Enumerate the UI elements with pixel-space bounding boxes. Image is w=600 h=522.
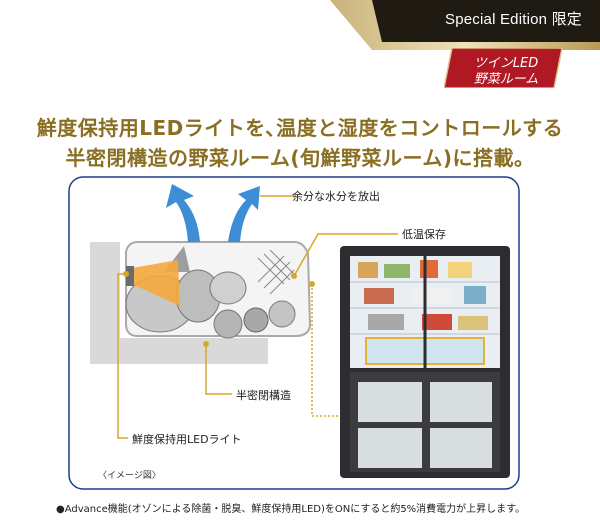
- led-light-cone: [132, 260, 180, 306]
- melon-shape: [268, 300, 296, 328]
- led-unit: [126, 266, 134, 286]
- headline-line1: 鮮度保持用LEDライトを､温度と湿度をコントロールする: [36, 116, 564, 140]
- badge-line1: ツインLED: [473, 56, 539, 71]
- diagram-caption: 〈イメージ図〉: [98, 471, 161, 481]
- shelf-shape: [90, 242, 268, 364]
- badge-line2: 野菜ルーム: [473, 72, 539, 87]
- footnote: ●Advance機能(オゾンによる除菌・脱臭、鮮度保持用LED)をONにすると約…: [56, 504, 526, 515]
- special-edition-label: Special Edition 限定: [445, 11, 582, 28]
- tomato-shape-2: [243, 307, 269, 333]
- leader-semi-sealed: [205, 346, 232, 395]
- headline-line2: 半密閉構造の野菜ルーム(旬鮮野菜ルーム)に搭載。: [65, 146, 535, 170]
- top-banner: [330, 0, 600, 50]
- label-led-light: 鮮度保持用LEDライト: [132, 433, 242, 446]
- pepper-shape: [209, 271, 247, 305]
- label-semi-sealed: 半密閉構造: [236, 389, 291, 402]
- diagram-panel: [68, 176, 520, 490]
- leader-low-temp: [293, 233, 398, 277]
- twin-led-badge: [444, 48, 562, 88]
- label-moisture-release: 余分な水分を放出: [292, 190, 380, 203]
- tomato-shape: [213, 309, 243, 339]
- refrigerator-image: [340, 246, 510, 478]
- leader-led: [117, 273, 128, 439]
- moisture-arrow-left: [166, 184, 200, 242]
- label-low-temp: 低温保存: [402, 228, 446, 241]
- moisture-arrow-right: [228, 186, 260, 242]
- low-temp-mesh: [257, 249, 295, 295]
